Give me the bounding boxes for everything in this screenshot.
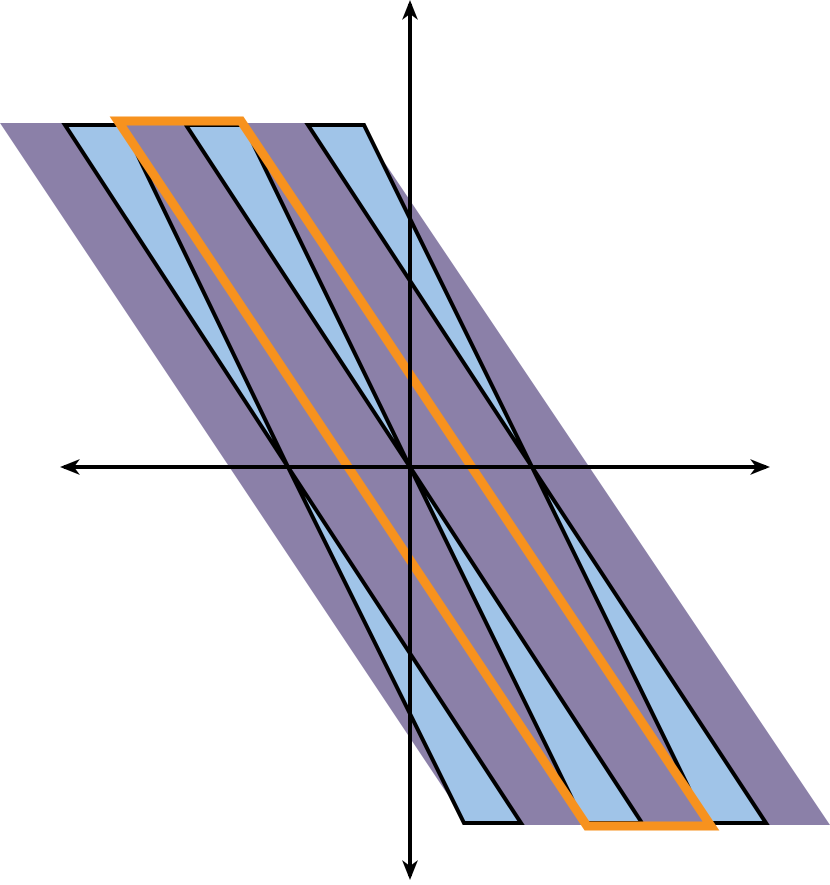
bottom-triangle-3 — [530, 465, 770, 825]
highlight-parallelogram — [109, 116, 720, 831]
top-triangle-1 — [61, 123, 290, 469]
top-triangle-3 — [304, 123, 534, 469]
bottom-triangle-1 — [286, 465, 525, 825]
